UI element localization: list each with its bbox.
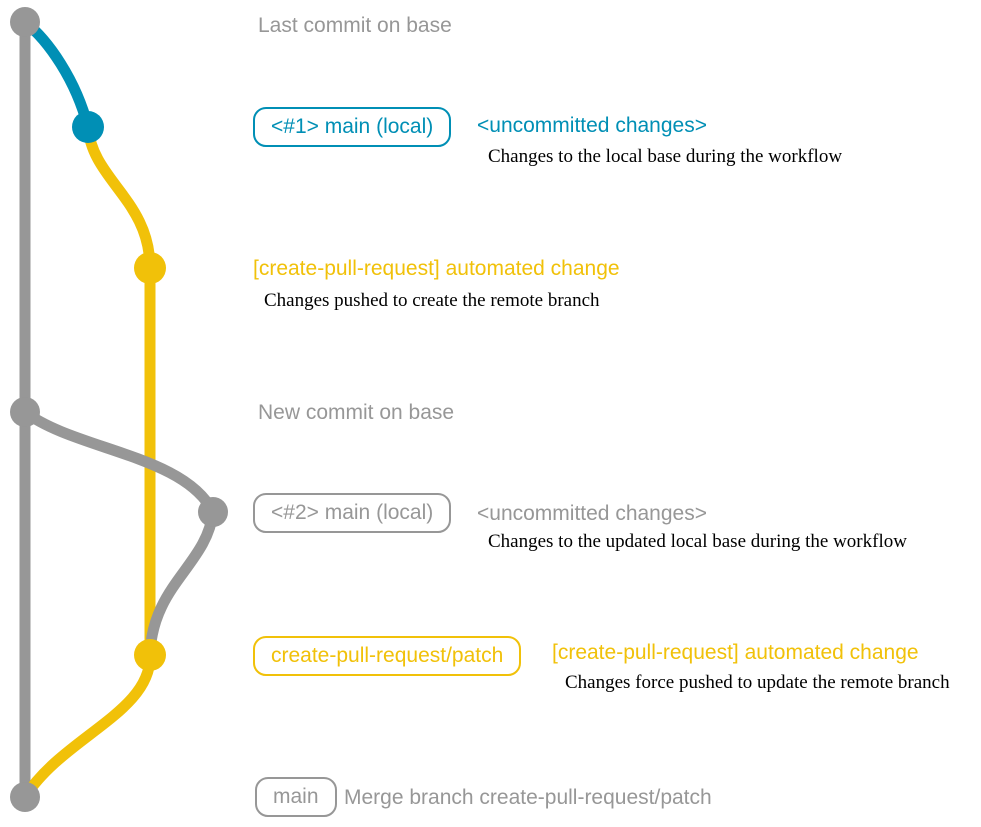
- commit-dot-local-2: [198, 497, 228, 527]
- commit-description-local-2: Changes to the updated local base during…: [488, 531, 907, 552]
- commit-description-pr-1: Changes pushed to create the remote bran…: [264, 290, 600, 311]
- commit-description-pr-2: Changes force pushed to update the remot…: [565, 672, 950, 693]
- commit-description-local-1: Changes to the local base during the wor…: [488, 146, 843, 167]
- pr-branch-merge-curve: [19, 649, 156, 803]
- branch-tag-main: main: [255, 777, 337, 817]
- commit-dot-local-1: [72, 111, 104, 143]
- commit-message-last-base: Last commit on base: [258, 14, 452, 37]
- base-branch-curve-back: [144, 506, 219, 661]
- commit-dot-new-base: [10, 397, 40, 427]
- branch-tag-create-pull-request-patch: create-pull-request/patch: [253, 636, 522, 676]
- base-branch-curve-out: [19, 406, 219, 518]
- commit-message-local-1: <uncommitted changes>: [477, 114, 707, 137]
- commit-message-merge: Merge branch create-pull-request/patch: [344, 786, 712, 809]
- branch-tag-main-local-1: <#1> main (local): [253, 107, 452, 147]
- commit-dot-pr-1: [134, 252, 166, 284]
- commit-dot-pr-2: [134, 639, 166, 671]
- branch-tag-main-local-2: <#2> main (local): [253, 493, 452, 533]
- pr-branch-curve-1: [82, 121, 156, 274]
- commit-message-pr-2: [create-pull-request] automated change: [552, 641, 919, 664]
- commit-message-local-2: <uncommitted changes>: [477, 502, 707, 525]
- local-branch-curve-1: [19, 16, 94, 133]
- commit-message-pr-1: [create-pull-request] automated change: [253, 257, 620, 280]
- commit-dot-merge: [10, 782, 40, 812]
- commit-message-new-base: New commit on base: [258, 401, 455, 424]
- commit-dot-last-base: [10, 7, 40, 37]
